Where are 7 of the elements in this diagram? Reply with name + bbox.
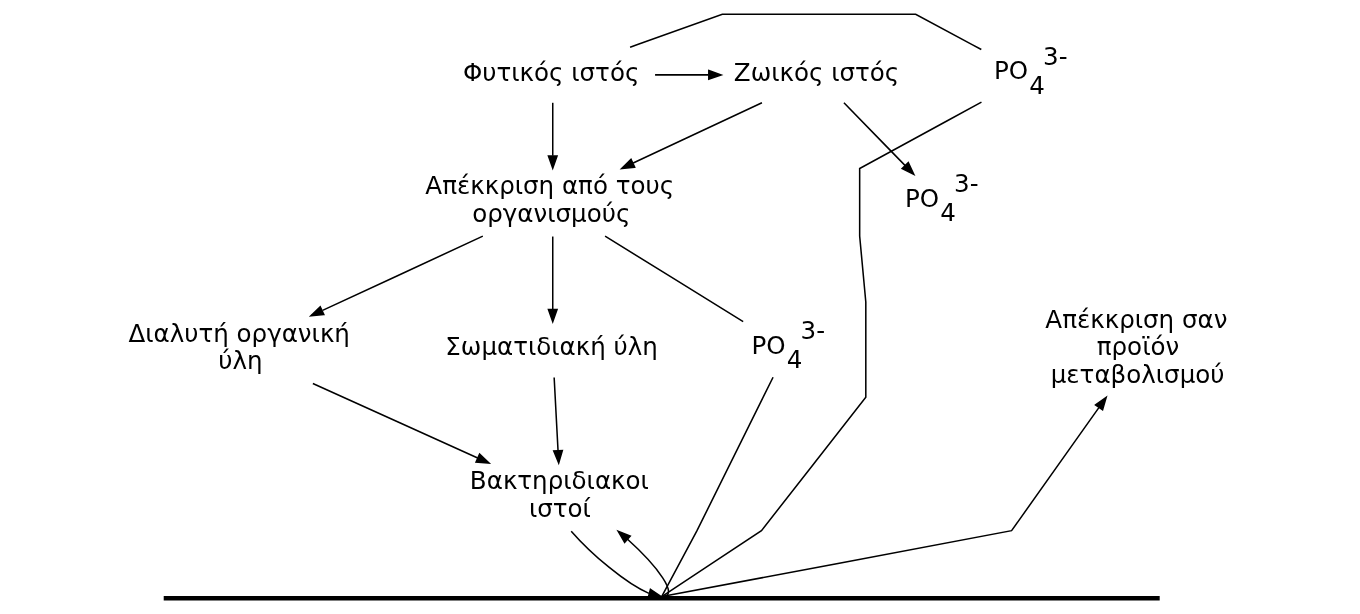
node-text: Σωματιδιακή ύλη bbox=[444, 332, 658, 362]
node-text: Διαλυτή οργανική ύλη bbox=[127, 318, 350, 376]
node-text: Απέκκριση από τους οργανισμούς bbox=[424, 171, 674, 228]
node-text: Βακτηριδιακοι ιστοί bbox=[469, 465, 649, 523]
node-text: Ζωικός ιστός bbox=[733, 57, 899, 87]
node-text: Φυτικός ιστός bbox=[462, 57, 639, 87]
node-text: Απέκκριση σαν προϊόν μεταβολισμού bbox=[1044, 304, 1227, 390]
